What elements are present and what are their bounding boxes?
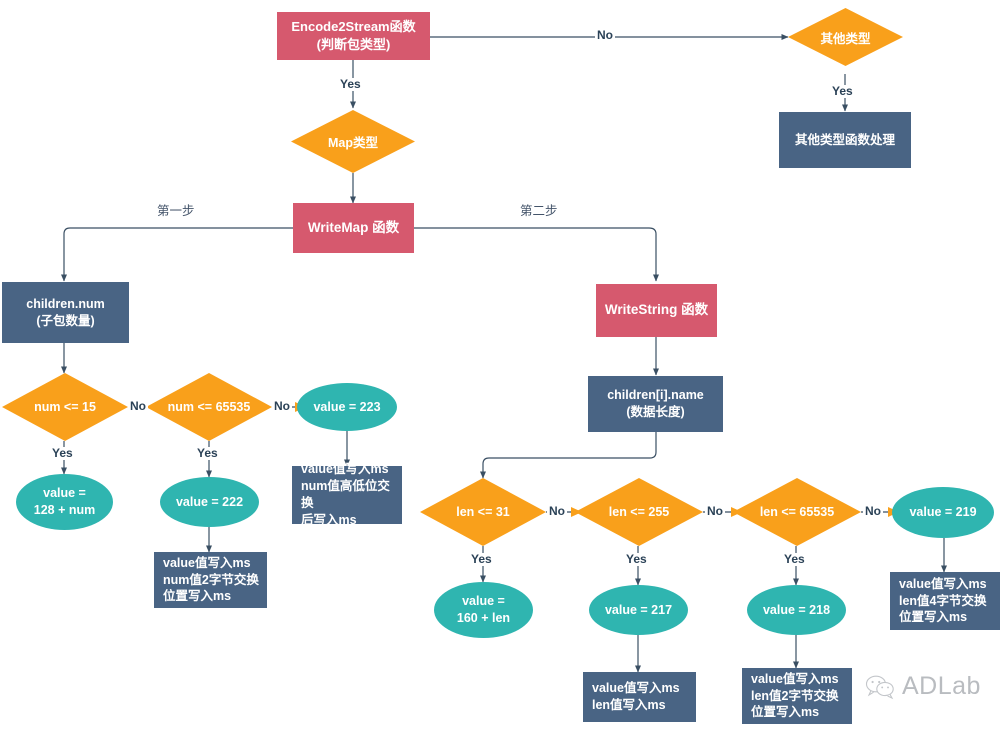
node-len-le-31-decision[interactable]: len <= 31 [420, 478, 546, 546]
edge-label-no-num65535: No [272, 399, 292, 413]
node-encode2stream[interactable]: Encode2Stream函数 (判断包类型) [277, 12, 430, 60]
edge-label-yes-encode-map: Yes [338, 77, 363, 91]
diamond-shape [146, 373, 272, 441]
node-num-le-15-label: num <= 15 [34, 400, 96, 414]
node-action-len-4byte[interactable]: value值写入ms len值4字节交换 位置写入ms [890, 572, 1000, 630]
edge-label-yes-num15: Yes [50, 446, 75, 460]
edge-label-no-top: No [595, 28, 615, 42]
edge-label-no-len65535: No [863, 504, 883, 518]
diamond-shape [733, 478, 861, 546]
node-action-len-write[interactable]: value值写入ms len值写入ms [583, 672, 696, 722]
node-map-type-decision[interactable]: Map类型 [291, 110, 415, 173]
node-len-le-31-label: len <= 31 [456, 505, 510, 519]
watermark: ADLab [865, 672, 981, 701]
node-value-223[interactable]: value = 223 [297, 383, 397, 431]
node-num-le-15-decision[interactable]: num <= 15 [2, 373, 128, 441]
diamond-shape [2, 373, 128, 441]
node-len-le-65535-label: len <= 65535 [759, 505, 835, 519]
node-map-type-label: Map类型 [327, 136, 378, 150]
node-children-num[interactable]: children.num (子包数量) [2, 282, 129, 343]
node-other-type-handler[interactable]: 其他类型函数处理 [779, 112, 911, 168]
node-value-217[interactable]: value = 217 [589, 585, 688, 635]
node-num-le-65535-label: num <= 65535 [167, 400, 251, 414]
node-children-name[interactable]: children[i].name (数据长度) [588, 376, 723, 432]
wechat-icon [865, 674, 895, 700]
edge-label-yes-len65535: Yes [782, 552, 807, 566]
node-value-222[interactable]: value = 222 [160, 477, 259, 527]
node-writestring[interactable]: WriteString 函数 [596, 284, 717, 337]
node-other-type-label: 其他类型 [820, 31, 871, 46]
node-len-le-255-label: len <= 255 [608, 505, 670, 519]
node-action-num-2byte[interactable]: value值写入ms num值2字节交换 位置写入ms [154, 552, 267, 608]
node-value-160-len[interactable]: value = 160 + len [434, 582, 533, 638]
node-action-num-highlow[interactable]: value值写入ms num值高低位交换 后写入ms [292, 462, 402, 527]
node-other-type-decision[interactable]: 其他类型 [788, 8, 903, 66]
watermark-text: ADLab [902, 672, 981, 700]
node-action-len-2byte[interactable]: value值写入ms len值2字节交换 位置写入ms [742, 668, 852, 724]
diamond-shape [420, 478, 546, 546]
edge-label-yes-num65535: Yes [195, 446, 220, 460]
node-len-le-65535-decision[interactable]: len <= 65535 [733, 478, 861, 546]
edge-label-yes-len255: Yes [624, 552, 649, 566]
edge-label-no-num15: No [128, 399, 148, 413]
edge-label-step-one: 第一步 [155, 204, 197, 218]
diamond-shape [575, 478, 703, 546]
edge-label-yes-other: Yes [830, 84, 855, 98]
edge-label-no-len31: No [547, 504, 567, 518]
diamond-shape [788, 8, 903, 66]
node-len-le-255-decision[interactable]: len <= 255 [575, 478, 703, 546]
node-value-219[interactable]: value = 219 [892, 487, 994, 538]
node-value-128-num[interactable]: value = 128 + num [16, 474, 113, 530]
edge-label-no-len255: No [705, 504, 725, 518]
diamond-shape [291, 110, 415, 173]
node-writemap[interactable]: WriteMap 函数 [293, 203, 414, 253]
node-value-218[interactable]: value = 218 [747, 585, 846, 635]
node-num-le-65535-decision[interactable]: num <= 65535 [146, 373, 272, 441]
edge-label-step-two: 第二步 [518, 204, 560, 218]
edge-label-yes-len31: Yes [469, 552, 494, 566]
